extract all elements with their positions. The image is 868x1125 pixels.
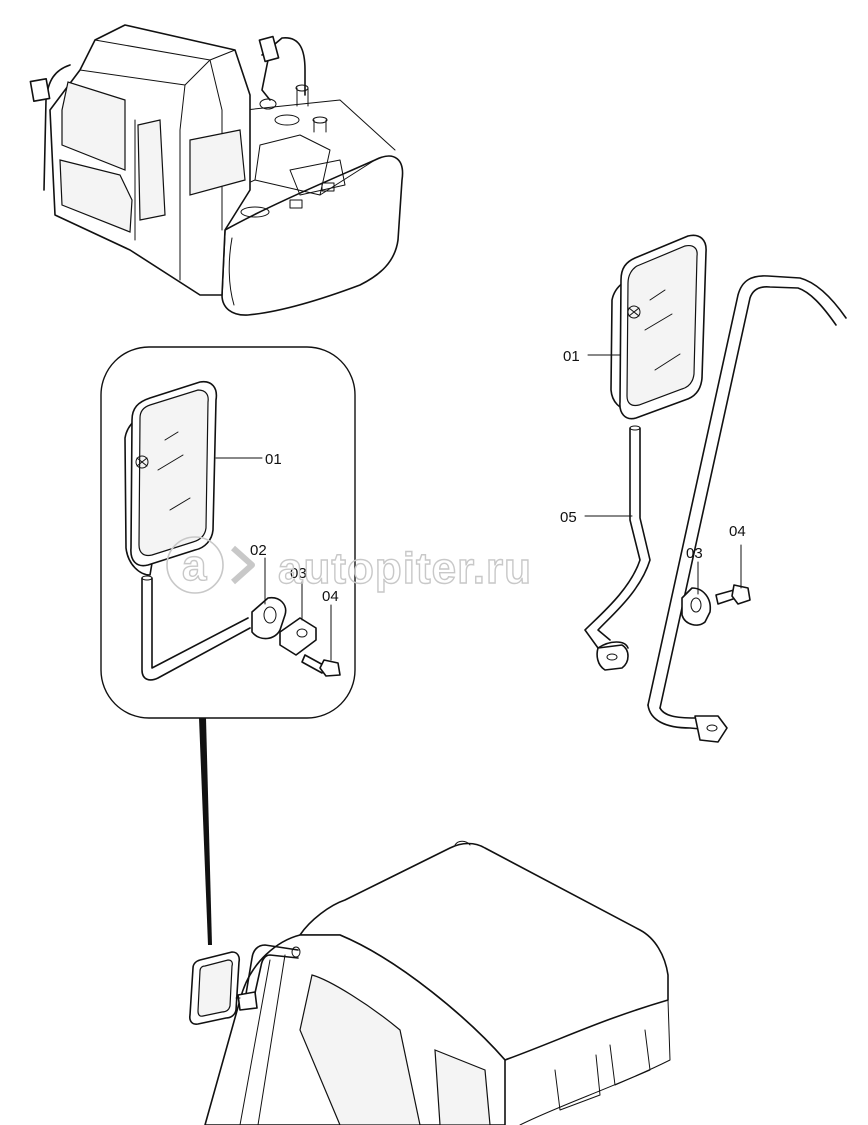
callout-right-bolt: 04	[729, 523, 746, 540]
watermark-logo-icon	[166, 536, 224, 594]
watermark-logo-mark: a	[182, 541, 207, 590]
callout-detail-bracket: 02	[250, 542, 267, 559]
detail-connector-line	[199, 718, 212, 945]
watermark: a autopiter.ru	[166, 536, 532, 594]
detail-panel-frame	[100, 346, 356, 719]
cab-bottom-view	[189, 840, 671, 1125]
callout-right-stay: 05	[560, 509, 577, 526]
excavator-overview	[29, 24, 404, 316]
right-mirror-assembly: 01 05 03 04	[560, 234, 847, 743]
detail-mirror-assembly: 01 02 03 04	[124, 380, 341, 681]
watermark-arrow-icon	[230, 545, 255, 585]
callout-detail-bolt: 04	[322, 588, 339, 605]
callout-detail-mirror: 01	[265, 451, 282, 468]
callout-right-mirror: 01	[563, 348, 580, 365]
callout-right-clamp: 03	[686, 545, 703, 562]
callout-detail-clamp: 03	[290, 565, 307, 582]
watermark-text: autopiter.ru	[278, 544, 532, 593]
